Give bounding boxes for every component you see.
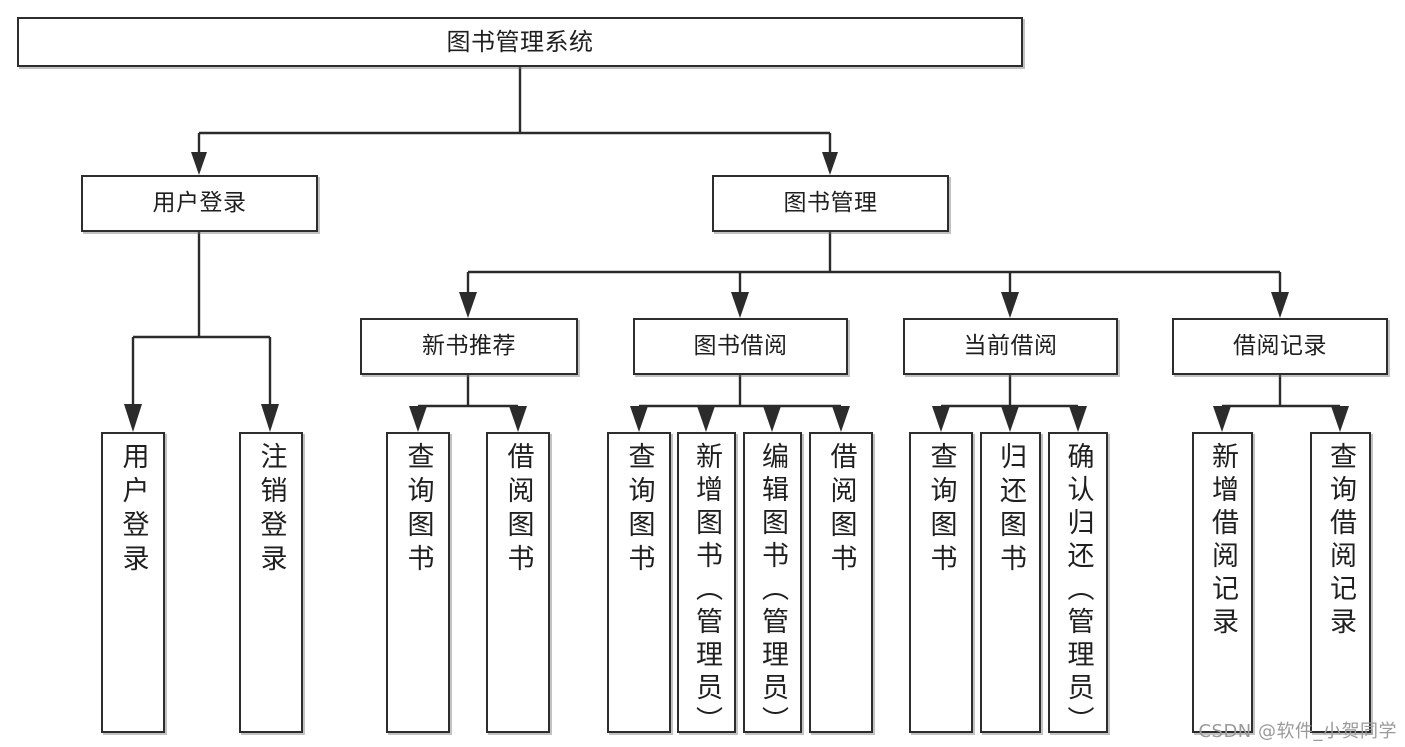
node-leaf-recommend-query-book[interactable]: 查询图书 (386, 432, 450, 733)
node-label: 查询图书 (623, 442, 655, 578)
node-label: 用户登录 (117, 442, 149, 578)
node-current-borrow[interactable]: 当前借阅 (903, 318, 1118, 375)
node-root-book-management-system[interactable]: 图书管理系统 (17, 17, 1023, 67)
node-leaf-current-query-book[interactable]: 查询图书 (909, 432, 973, 733)
node-leaf-recommend-borrow-book[interactable]: 借阅图书 (486, 432, 550, 733)
node-label: 当前借阅 (963, 332, 1058, 359)
node-label: 借阅图书 (825, 442, 857, 578)
node-label: 用户登录 (152, 189, 247, 216)
node-user-login[interactable]: 用户登录 (81, 175, 318, 232)
node-book-manage[interactable]: 图书管理 (712, 175, 949, 232)
node-label: 查询借阅记录 (1325, 442, 1356, 640)
node-label: 图书借阅 (693, 332, 788, 359)
node-leaf-borrow-query-book[interactable]: 查询图书 (607, 432, 671, 733)
node-leaf-borrow-add-book[interactable]: 新增图书（管理员） (677, 432, 736, 739)
node-leaf-borrow-edit-book[interactable]: 编辑图书（管理员） (743, 432, 802, 739)
node-label: 新增图书（管理员） (691, 442, 722, 739)
node-leaf-user-login[interactable]: 用户登录 (101, 432, 165, 733)
node-label: 借阅记录 (1233, 332, 1327, 359)
node-label: 图书管理系统 (446, 27, 594, 56)
node-label: 编辑图书（管理员） (757, 442, 788, 739)
node-leaf-record-add[interactable]: 新增借阅记录 (1192, 432, 1253, 733)
node-label: 注销登录 (255, 442, 287, 578)
node-leaf-current-confirm-return[interactable]: 确认归还（管理员） (1048, 432, 1108, 739)
node-label: 新增借阅记录 (1207, 442, 1238, 640)
watermark: CSDN @软件_小贺同学 (1198, 721, 1397, 742)
node-label: 确认归还（管理员） (1062, 442, 1094, 739)
node-leaf-current-return-book[interactable]: 归还图书 (980, 432, 1041, 733)
node-leaf-borrow-borrow-book[interactable]: 借阅图书 (809, 432, 873, 733)
node-label: 图书管理 (783, 189, 878, 216)
node-label: 查询图书 (402, 442, 434, 578)
node-leaf-user-logout[interactable]: 注销登录 (239, 432, 303, 733)
node-borrow-record[interactable]: 借阅记录 (1172, 318, 1388, 375)
node-new-book-recommend[interactable]: 新书推荐 (360, 318, 578, 375)
node-label: 归还图书 (995, 442, 1026, 578)
node-label: 新书推荐 (422, 332, 516, 359)
node-label: 借阅图书 (502, 442, 534, 578)
node-leaf-record-query[interactable]: 查询借阅记录 (1310, 432, 1371, 733)
node-book-borrow[interactable]: 图书借阅 (633, 318, 848, 375)
node-label: 查询图书 (925, 442, 957, 578)
